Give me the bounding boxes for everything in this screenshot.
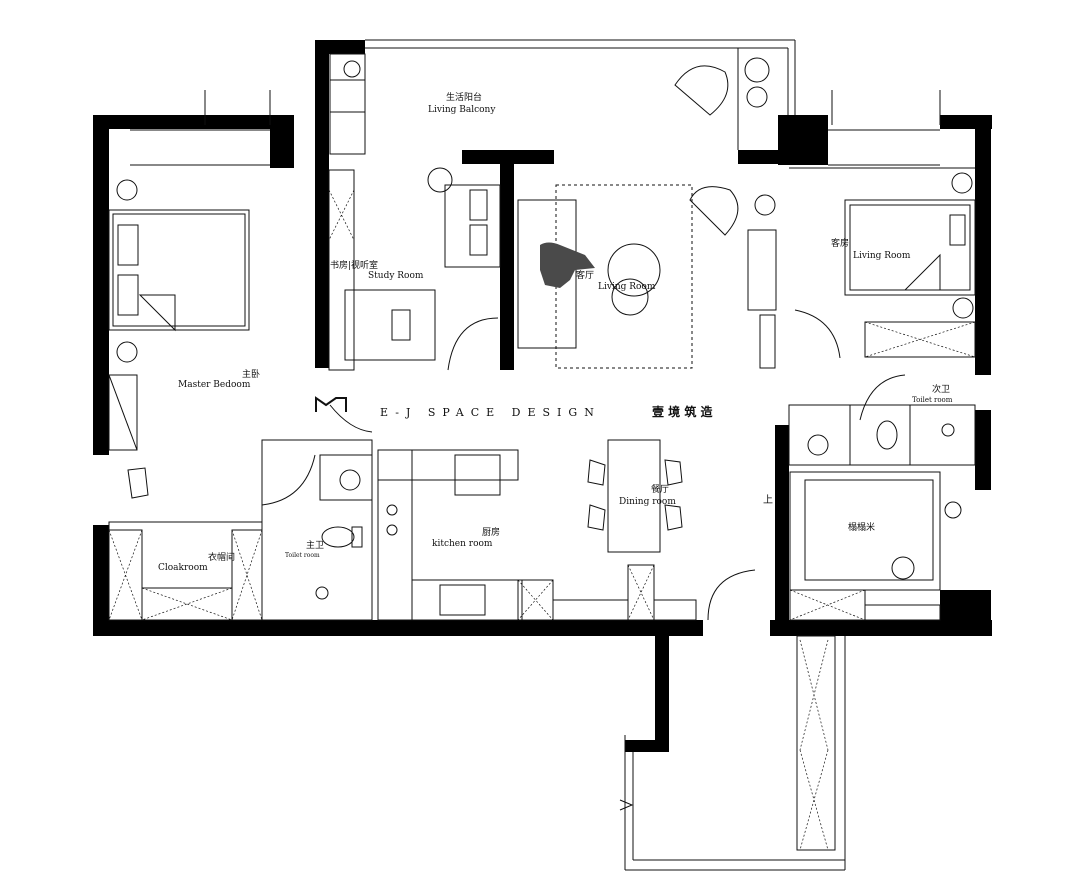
walls [93,40,992,752]
labels: 生活阳台 Living Balcony 书房|视听室 Study Room 客厅… [158,91,953,573]
label-guest-zh: 客房 [831,237,849,249]
label-guest-en: Living Room [853,251,911,261]
figure-silhouette [540,242,595,288]
door-swings [261,309,906,621]
label-cloak-en: Cloakroom [158,563,208,573]
label-second-bath-zh: 次卫 [932,383,950,395]
dining-chairs [127,309,683,531]
brand-name: E-J SPACE DESIGN [380,406,601,419]
label-kitchen-en: kitchen room [432,539,493,549]
brand-logo-icon [315,396,347,412]
label-up-arrow: 上 [763,494,773,506]
balcony-outline [365,39,796,150]
label-master-zh: 主卧 [242,368,260,380]
guest-bed [844,172,976,319]
label-balcony-en: Living Balcony [428,105,496,115]
cabinet-hatches [108,189,976,851]
fixtures [315,60,962,616]
label-master-bath-en: Toilet room [285,552,320,559]
partitions [108,53,976,621]
label-living-zh: 客厅 [576,269,594,281]
label-second-bath-en: Toilet room [912,396,953,404]
label-cloak-zh: 衣帽间 [208,551,235,563]
label-balcony-zh: 生活阳台 [446,91,482,103]
living-furniture [427,167,693,369]
balcony-chairs [674,57,776,236]
label-study-zh: 书房|视听室 [330,259,378,271]
label-living-en: Living Room [598,282,656,292]
label-study-en: Study Room [368,271,424,281]
label-tatami-zh: 榻榻米 [848,521,875,533]
entry-corridor [619,635,846,871]
label-kitchen-zh: 厨房 [482,526,500,538]
master-bed [108,179,250,363]
label-master-bath-zh: 主卫 [306,539,324,551]
label-dining-en: Dining room [619,497,676,507]
windows [130,90,941,166]
label-dining-zh: 餐厅 [651,483,669,495]
brand-name-zh: 壹 境 筑 造 [652,404,714,419]
label-master-en: Master Bedoom [178,380,251,390]
